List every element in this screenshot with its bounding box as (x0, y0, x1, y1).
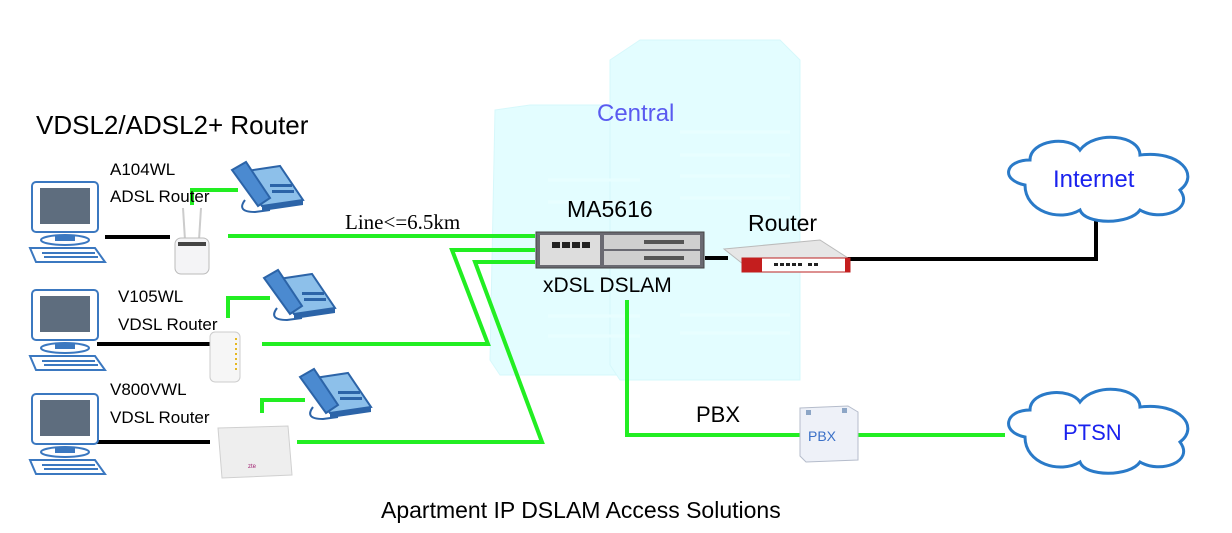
internet-label: Internet (1053, 166, 1135, 193)
pbx-line (625, 300, 800, 437)
phone-line-2 (226, 296, 270, 318)
core-router-label: Router (748, 210, 818, 236)
line-length-label: Line<=6.5km (345, 210, 461, 234)
ptsn-label: PTSN (1063, 420, 1122, 445)
dsl-line-3 (297, 260, 545, 444)
pbx-line-label: PBX (696, 402, 741, 427)
telephone-icon (230, 160, 305, 214)
central-office-building (489, 39, 801, 381)
cpe-v105wl-icon (209, 331, 241, 383)
cpe-model-label: V800VWL (110, 380, 187, 399)
phone-line-3 (260, 398, 305, 413)
computer-icon (29, 393, 106, 475)
pbx-device-label: PBX (808, 428, 837, 444)
cpe-type-label: ADSL Router (110, 187, 210, 206)
cpe-a104wl-icon (174, 207, 210, 275)
dslam-icon (535, 231, 705, 269)
internet-cloud-icon (1007, 135, 1190, 223)
pbx-device-icon (799, 405, 859, 463)
dslam-type-label: xDSL DSLAM (543, 274, 672, 297)
computer-icon (28, 181, 107, 263)
dslam-model-label: MA5616 (567, 196, 653, 222)
central-label: Central (597, 100, 675, 127)
telephone-icon (299, 368, 372, 420)
computer-icon (29, 289, 106, 371)
cpe-type-label: VDSL Router (118, 315, 218, 334)
ethernet-lines (97, 205, 1098, 444)
core-router-icon (722, 239, 851, 273)
diagram-title: VDSL2/ADSL2+ Router (36, 110, 309, 140)
cpe-v800vwl-icon: zte (217, 425, 293, 479)
cpe-model-label: A104WL (110, 160, 176, 179)
cpe-type-label: VDSL Router (110, 408, 210, 427)
svg-text:zte: zte (248, 464, 257, 470)
phone-icons (230, 160, 372, 420)
pc-icons (28, 181, 107, 475)
ptsn-cloud-icon (1007, 387, 1190, 475)
telephone-icon (263, 269, 336, 321)
dsl-lines (190, 188, 1005, 444)
diagram-caption: Apartment IP DSLAM Access Solutions (381, 497, 781, 523)
dsl-line-2 (262, 248, 535, 346)
phone-line-1 (190, 188, 238, 205)
cpe-model-label: V105WL (118, 287, 184, 306)
